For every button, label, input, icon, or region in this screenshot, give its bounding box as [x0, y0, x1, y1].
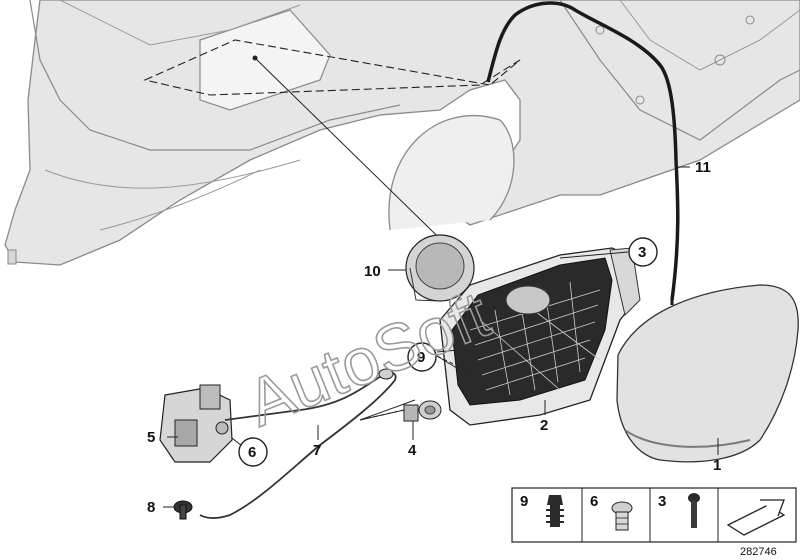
legend-num-9: 9	[520, 493, 528, 510]
label-10: 10	[364, 263, 381, 280]
screw	[173, 500, 193, 520]
label-6-circle	[238, 437, 268, 467]
label-9-circle	[407, 342, 437, 372]
release-cable	[199, 372, 397, 519]
fillister-screw-icon	[688, 493, 700, 528]
expanding-rivet-icon	[611, 501, 633, 531]
plastic-nut-icon	[546, 495, 564, 527]
dashed-leaders	[359, 355, 471, 421]
arrow-icon	[726, 499, 786, 536]
cable-end	[378, 368, 394, 380]
label-5: 5	[147, 429, 155, 446]
label-4: 4	[408, 442, 417, 459]
legend-num-3: 3	[658, 493, 666, 510]
label-7: 7	[313, 442, 321, 459]
small-parts-legend: 9 6 3	[511, 487, 797, 543]
legend-num-6: 6	[590, 493, 598, 510]
label-8: 8	[147, 499, 155, 516]
vent-hose	[486, 1, 680, 305]
fuel-cap	[405, 234, 475, 302]
grommet	[403, 400, 442, 422]
fuel-flap	[616, 284, 799, 463]
drawing-number: 282746	[740, 546, 777, 558]
label-6: 6	[248, 444, 256, 461]
detail-dashed-outline	[143, 39, 521, 96]
label-11: 11	[695, 159, 711, 176]
filler-housing	[439, 247, 641, 426]
actuator	[159, 384, 233, 463]
label-2: 2	[540, 417, 548, 434]
detail-leader-line	[254, 57, 471, 269]
label-3-circle	[628, 237, 658, 267]
side-panel	[4, 0, 800, 266]
label-9: 9	[417, 349, 425, 366]
label-1: 1	[713, 457, 721, 474]
label-3: 3	[638, 244, 646, 261]
